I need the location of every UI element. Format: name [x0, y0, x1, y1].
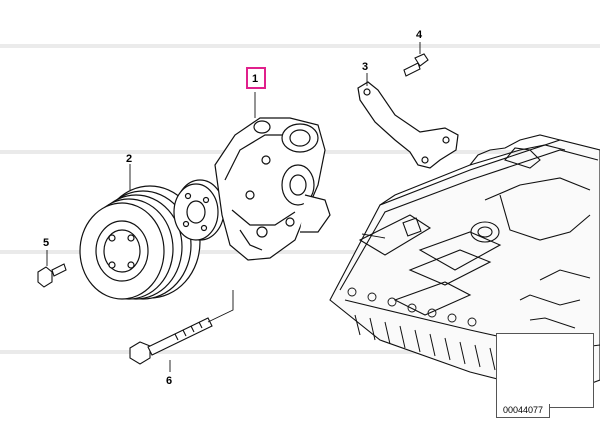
leader-lines — [46, 42, 421, 372]
bolt-6-illustration — [129, 317, 213, 365]
diagram-code-label: 00044077 — [496, 404, 550, 418]
callout-part-3[interactable]: 3 — [362, 61, 368, 73]
bracket-illustration — [357, 81, 459, 169]
callout-part-5[interactable]: 5 — [43, 237, 49, 249]
part-1-highlight-box[interactable] — [246, 67, 266, 89]
pump-body-illustration — [214, 117, 331, 261]
bolt-4-illustration — [403, 53, 429, 77]
vehicle-location-inset — [496, 333, 594, 408]
pulley-illustration — [79, 185, 201, 300]
callout-part-4[interactable]: 4 — [416, 29, 423, 41]
flange-hub-illustration — [173, 179, 225, 241]
callout-part-2[interactable]: 2 — [126, 153, 132, 165]
callout-part-1[interactable]: 1 — [252, 73, 258, 85]
bolt-5-illustration — [37, 263, 67, 288]
callout-part-6[interactable]: 6 — [166, 375, 172, 387]
